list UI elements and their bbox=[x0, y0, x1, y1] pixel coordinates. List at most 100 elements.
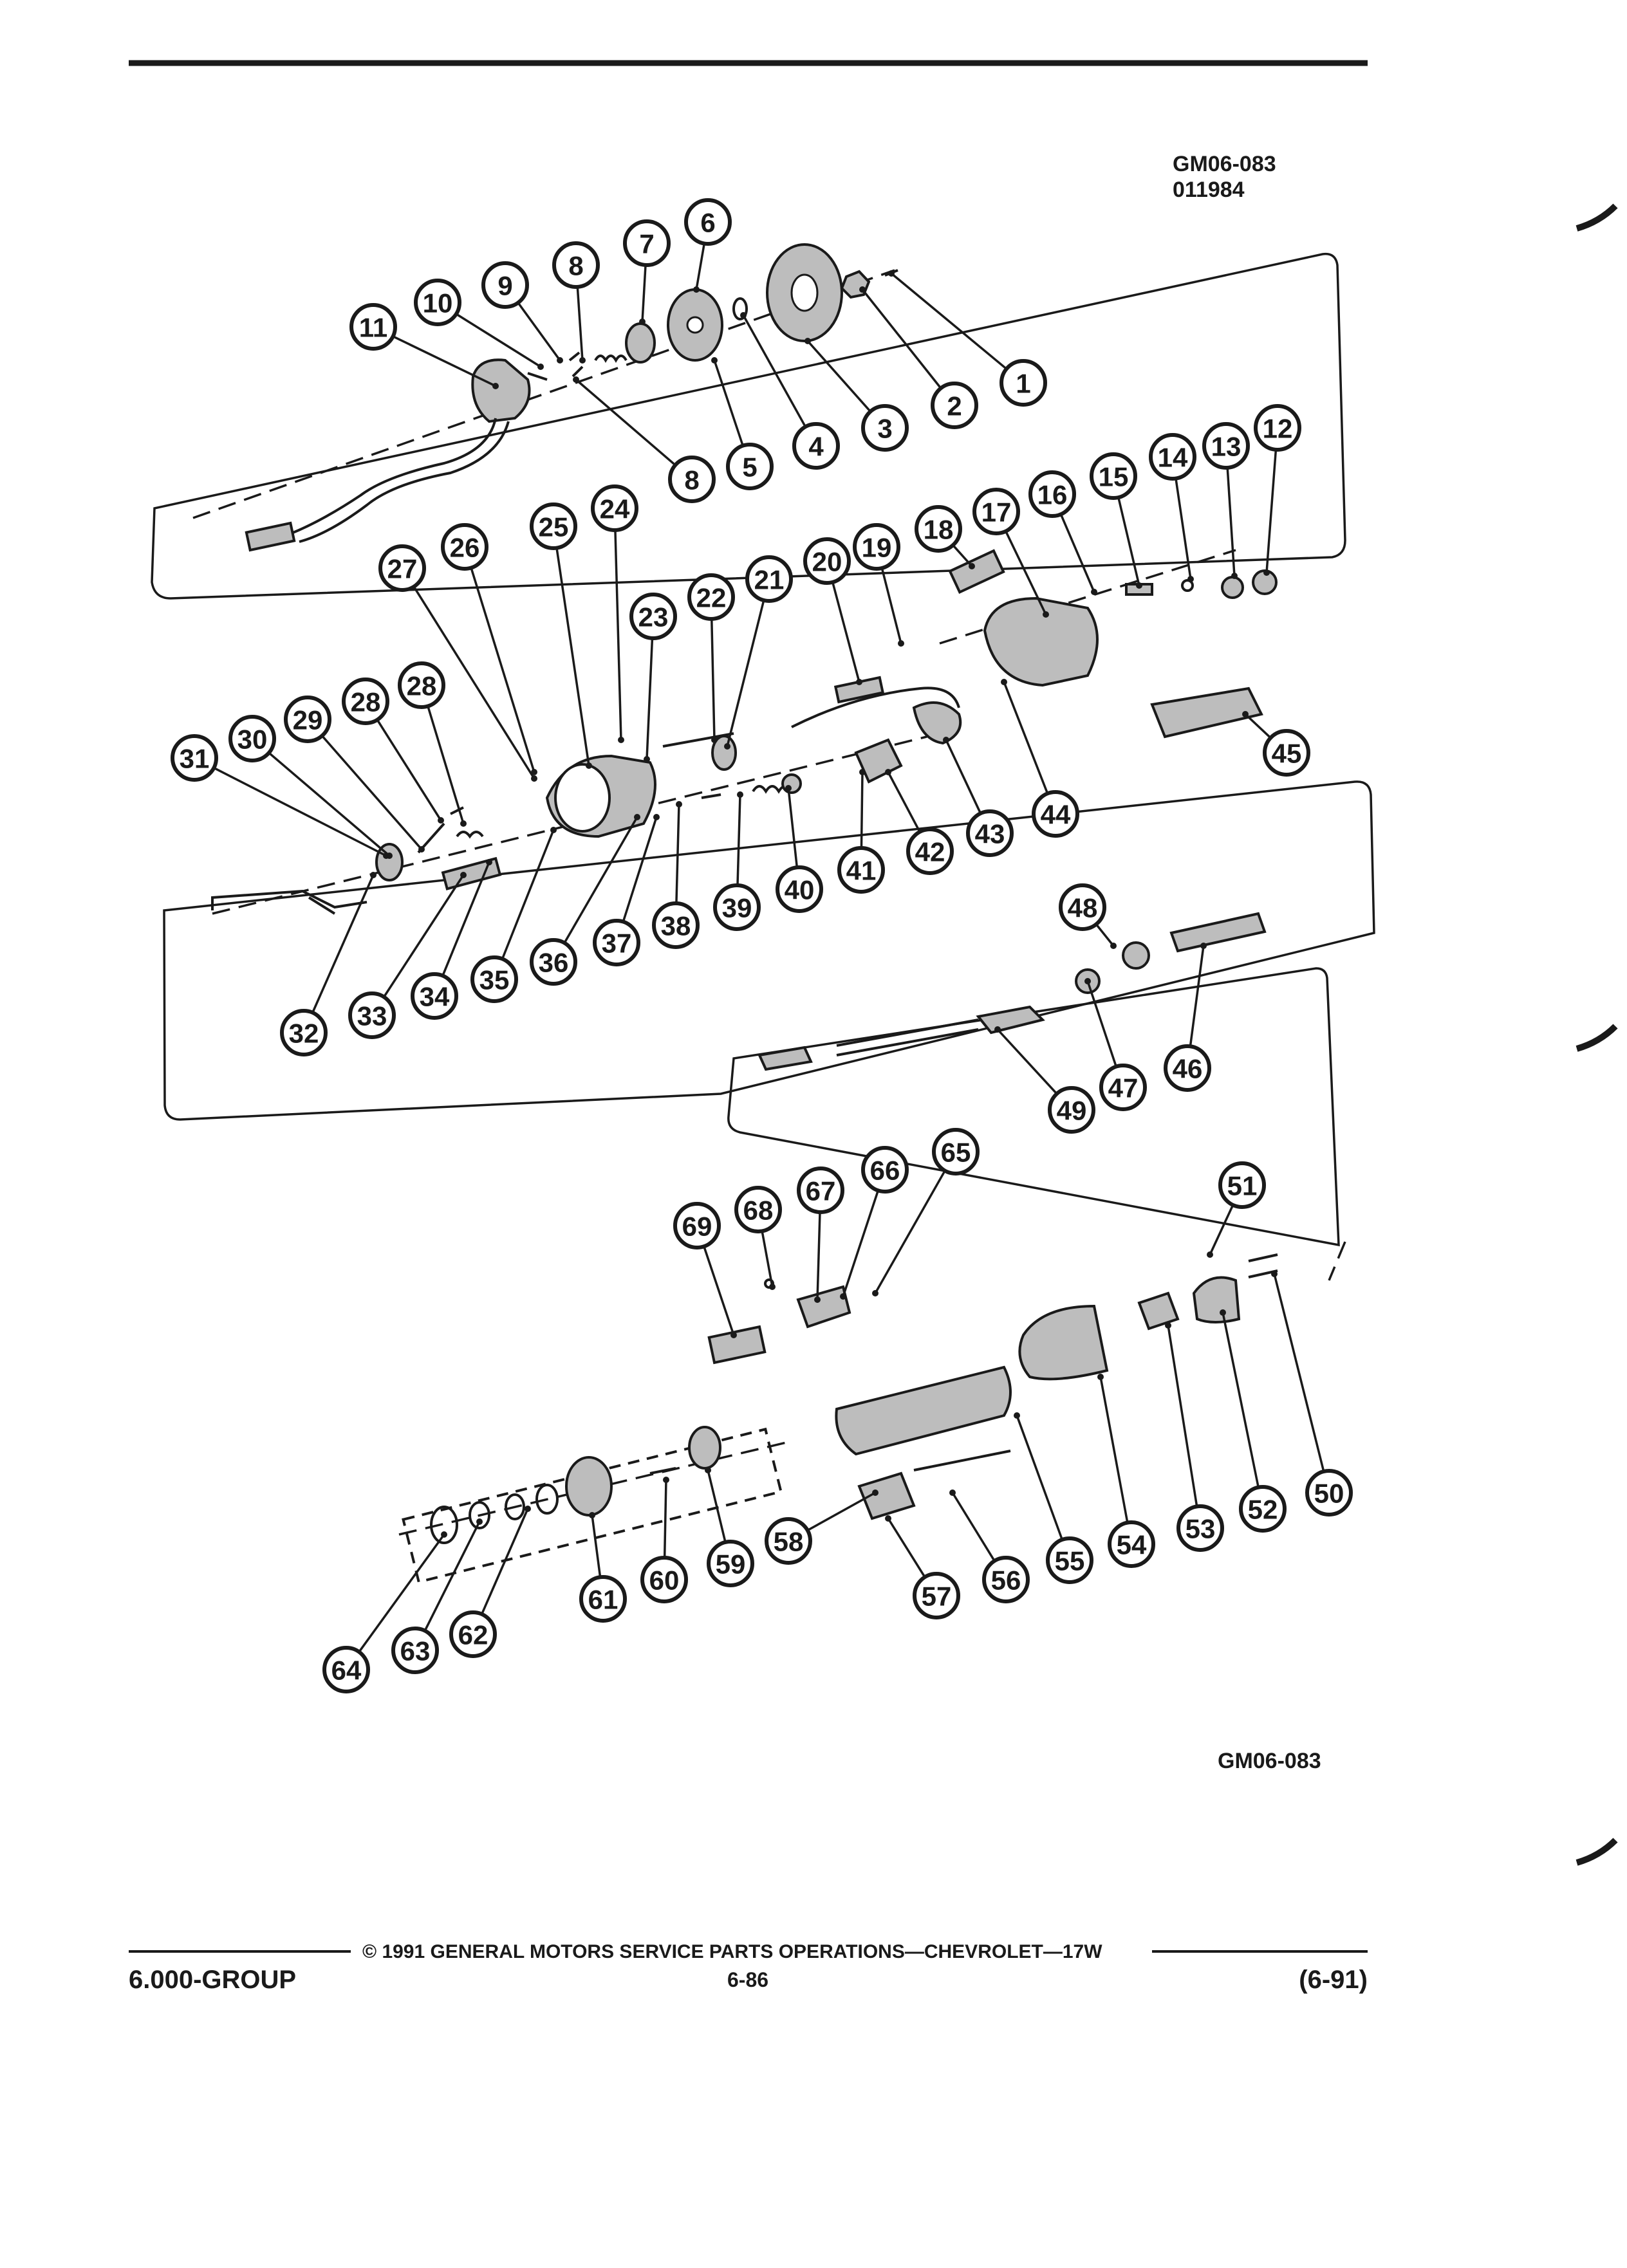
callout-arrowhead bbox=[418, 846, 425, 853]
callout-leader bbox=[816, 1212, 821, 1300]
callout-number: 50 bbox=[1314, 1479, 1344, 1509]
callout-arrowhead bbox=[639, 318, 646, 325]
callout-arrowhead bbox=[1231, 573, 1238, 579]
callout-leader bbox=[1209, 1204, 1234, 1255]
callout-leader bbox=[591, 1515, 602, 1578]
callout-arrowhead bbox=[1165, 1322, 1171, 1329]
callout-27: 27 bbox=[378, 544, 537, 782]
callout-arrowhead bbox=[486, 859, 492, 865]
callout-23: 23 bbox=[629, 593, 677, 762]
callout-arrowhead bbox=[441, 1531, 447, 1538]
callout-62: 62 bbox=[449, 1506, 531, 1658]
callout-33: 33 bbox=[348, 872, 467, 1039]
callout-circle bbox=[398, 661, 445, 709]
callout-leader bbox=[1095, 923, 1115, 947]
callout-circle bbox=[1164, 1044, 1211, 1092]
callout-21: 21 bbox=[724, 555, 793, 750]
callout-number: 38 bbox=[661, 911, 691, 941]
callout-leader bbox=[614, 530, 622, 741]
callout-leader bbox=[713, 360, 744, 447]
callout-leader bbox=[1003, 681, 1049, 794]
callout-arrowhead bbox=[711, 357, 718, 364]
callout-leader bbox=[1273, 1273, 1325, 1472]
callout-circle bbox=[1046, 1536, 1093, 1584]
callout-number: 6 bbox=[700, 208, 715, 238]
callout-circle bbox=[349, 303, 397, 351]
panel-housing-group bbox=[163, 780, 1375, 1121]
callout-leader bbox=[1222, 1312, 1260, 1488]
callout-leader bbox=[952, 544, 973, 567]
footer-copyright: © 1991 GENERAL MOTORS SERVICE PARTS OPER… bbox=[362, 1941, 1102, 1962]
callout-leader bbox=[455, 313, 541, 368]
callout-circle bbox=[734, 1186, 782, 1233]
callout-arrowhead bbox=[705, 1467, 711, 1473]
callout-leader bbox=[887, 1518, 926, 1578]
callout-49: 49 bbox=[994, 1026, 1095, 1134]
callout-arrowhead bbox=[740, 312, 747, 318]
callout-arrowhead bbox=[804, 338, 811, 344]
callout-arrowhead bbox=[634, 814, 640, 820]
callout-leader bbox=[806, 1491, 876, 1532]
callout-leader bbox=[951, 1492, 996, 1562]
callout-leader bbox=[1086, 981, 1117, 1067]
callout-circle bbox=[726, 443, 774, 490]
callout-12: 12 bbox=[1254, 404, 1301, 576]
callout-number: 23 bbox=[638, 602, 669, 632]
callout-number: 68 bbox=[743, 1195, 774, 1226]
callout-arrowhead bbox=[859, 769, 866, 775]
callout-arrowhead bbox=[573, 376, 579, 383]
callout-arrowhead bbox=[531, 769, 537, 775]
callout-circle bbox=[1202, 422, 1250, 470]
callout-arrowhead bbox=[872, 1489, 879, 1496]
binder-mark-1 bbox=[1576, 203, 1618, 232]
callout-number: 27 bbox=[387, 554, 418, 584]
callout-number: 44 bbox=[1041, 800, 1071, 830]
callout-arrowhead bbox=[943, 737, 949, 743]
callout-leader bbox=[832, 582, 860, 683]
callout-arrowhead bbox=[1097, 1374, 1104, 1380]
callout-number: 39 bbox=[722, 893, 752, 923]
callout-40: 40 bbox=[776, 785, 823, 913]
callout-circle bbox=[378, 544, 426, 592]
callout-number: 20 bbox=[812, 547, 842, 577]
callout-circle bbox=[913, 1572, 960, 1619]
callout-circle bbox=[1099, 1064, 1147, 1111]
callout-circle bbox=[1176, 1504, 1224, 1552]
callout-arrowhead bbox=[1084, 978, 1091, 984]
callout-circle bbox=[668, 456, 716, 503]
callout-arrowhead bbox=[949, 1489, 956, 1496]
callout-number: 24 bbox=[600, 494, 630, 524]
callout-circle bbox=[481, 261, 529, 309]
callout-58: 58 bbox=[765, 1489, 879, 1565]
callout-28: 28 bbox=[342, 678, 444, 824]
parts-shaft-group bbox=[758, 912, 1267, 1071]
callout-arrowhead bbox=[1110, 943, 1117, 949]
callout-circle bbox=[579, 1575, 627, 1623]
callout-17: 17 bbox=[972, 488, 1049, 618]
callout-leader bbox=[480, 1508, 529, 1615]
callout-circle bbox=[342, 678, 389, 725]
callout-47: 47 bbox=[1084, 978, 1147, 1111]
callout-circle bbox=[322, 1646, 370, 1693]
callout-leader bbox=[663, 1479, 667, 1558]
callout-circle bbox=[1048, 1086, 1095, 1134]
callout-arrowhead bbox=[769, 1284, 776, 1290]
callout-leader bbox=[711, 618, 716, 741]
callout-circle bbox=[837, 846, 885, 894]
callout-circle bbox=[1108, 1520, 1155, 1568]
callout-arrowhead bbox=[537, 364, 544, 370]
callout-circle bbox=[861, 1146, 909, 1194]
callout-arrowhead bbox=[383, 853, 389, 859]
callout-22: 22 bbox=[687, 573, 735, 743]
callout-20: 20 bbox=[803, 537, 862, 685]
callout-number: 35 bbox=[479, 965, 510, 995]
callout-46: 46 bbox=[1164, 943, 1211, 1092]
callout-arrowhead bbox=[724, 743, 730, 750]
callout-65: 65 bbox=[872, 1128, 980, 1296]
callout-8: 8 bbox=[573, 376, 716, 503]
callout-arrowhead bbox=[653, 814, 660, 820]
callout-43: 43 bbox=[943, 737, 1014, 857]
callout-number: 58 bbox=[774, 1527, 804, 1557]
callout-leader bbox=[842, 1190, 880, 1297]
callout-number: 52 bbox=[1248, 1495, 1278, 1525]
